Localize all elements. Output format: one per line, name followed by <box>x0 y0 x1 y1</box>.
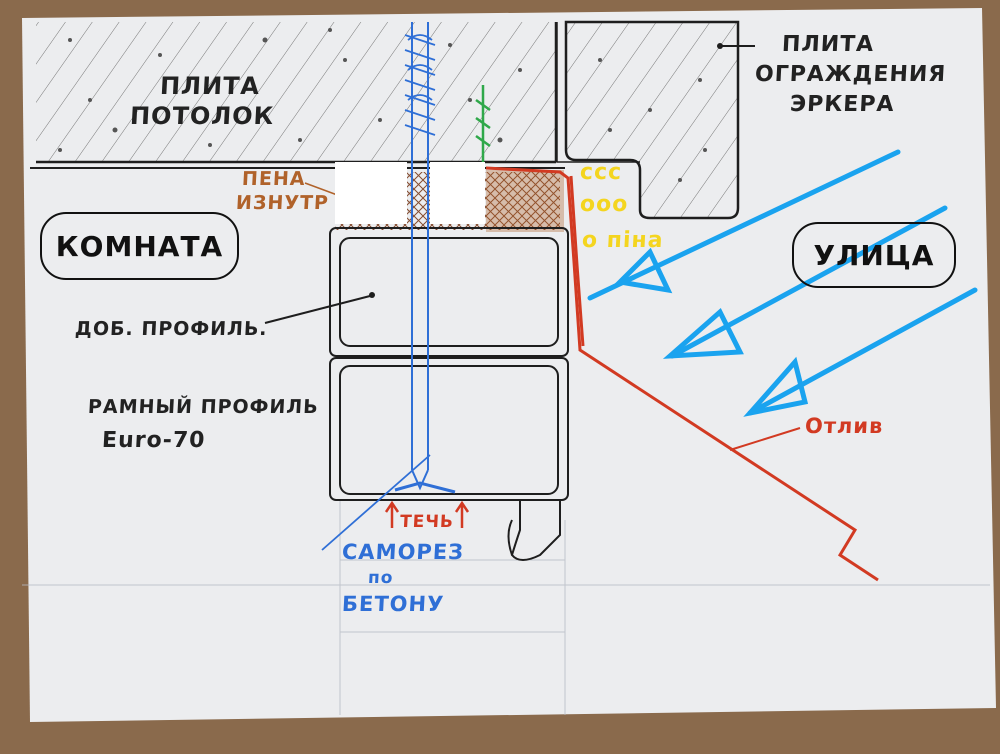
bay-slab <box>556 20 755 220</box>
ceiling-label-line1: ПЛИТА <box>159 72 261 100</box>
outside-foam-label-line3: о піна <box>581 228 665 253</box>
extra-profile-label: ДОБ. ПРОФИЛЬ. <box>74 318 269 340</box>
outside-foam-label-line1: ссс <box>579 160 623 185</box>
redaction-box-left <box>335 162 407 224</box>
bay-label-line1: ПЛИТА <box>781 32 875 57</box>
street-label: УЛИЦА <box>792 222 956 288</box>
extra-profile <box>329 227 569 357</box>
room-label: КОМНАТА <box>40 212 239 280</box>
ceiling-label-line2: ПОТОЛОК <box>129 102 275 130</box>
profile-leader <box>264 295 371 324</box>
frame-profile <box>329 357 569 561</box>
inside-foam-label-line1: ПЕНА <box>241 168 307 190</box>
screw-label-line2: по <box>367 568 394 588</box>
screw-label-line3: БЕТОНУ <box>341 592 445 616</box>
construction-lines <box>22 500 990 715</box>
ceiling-slab <box>30 22 565 169</box>
leak-label: ТЕЧЬ <box>399 512 455 532</box>
outside-foam-label-line2: ооо <box>579 192 629 217</box>
profile-leader-dot <box>369 292 375 298</box>
leak-arrows <box>384 500 470 528</box>
screw-label-line1: САМОРЕЗ <box>341 540 465 564</box>
green-dowel <box>475 85 491 162</box>
drip-sill-label: Отлив <box>804 414 885 438</box>
bay-label-line3: ЭРКЕРА <box>789 92 896 117</box>
inside-foam-label-line2: ИЗНУТР <box>235 192 330 214</box>
foam-leader <box>304 182 341 197</box>
redaction-box-right <box>430 162 485 224</box>
sill-leader <box>729 427 801 451</box>
seal-line <box>485 166 879 582</box>
screw <box>321 22 456 551</box>
frame-profile-label-line1: РАМНЫЙ ПРОФИЛЬ <box>87 396 320 418</box>
bay-label-line2: ОГРАЖДЕНИЯ <box>754 62 947 87</box>
frame-profile-label-line2: Euro-70 <box>101 428 207 453</box>
